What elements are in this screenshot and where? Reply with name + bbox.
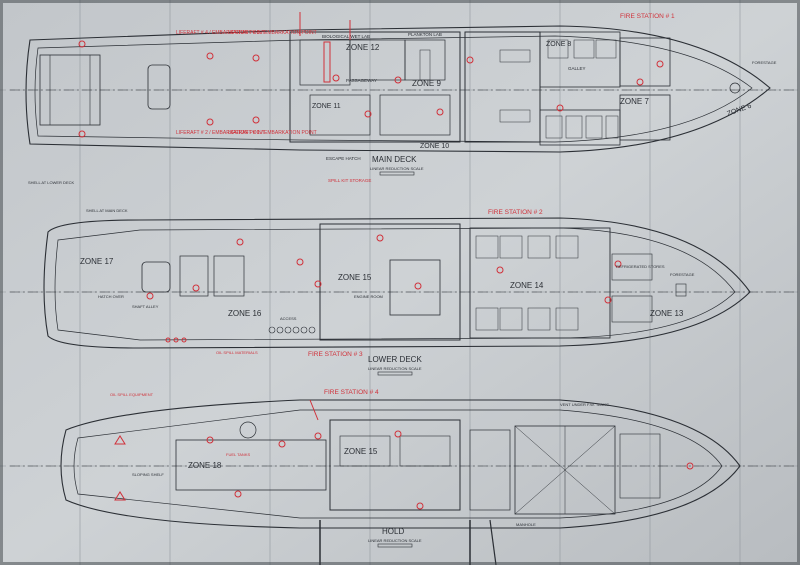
label-refrigerated-stores: REFRIGERATED STORES (616, 264, 665, 269)
hold-safety-marks (114, 399, 694, 510)
main-zone-10: ZONE 10 (420, 143, 449, 150)
label-liferaft-3: LIFERAFT # 3 / EMBARKATION POINT (228, 30, 317, 36)
hold-title: HOLD (382, 527, 404, 536)
label-forestage-main: FORESTAGE (752, 60, 777, 65)
lower-deck-plan (43, 217, 751, 349)
label-bio-wet-lab: BIOLOGICAL WET LAB (322, 34, 370, 39)
lower-zone-17: ZONE 17 (80, 257, 114, 266)
lower-deck-water-tanks (268, 326, 316, 334)
hold-zone-15: ZONE 15 (344, 447, 378, 456)
lower-zone-13: ZONE 13 (650, 309, 684, 318)
label-sloping-shelf: SLOPING SHELF (132, 472, 164, 477)
label-engine-room: ENGINE ROOM (354, 294, 383, 299)
lower-fire-station-3: FIRE STATION # 3 (308, 351, 363, 358)
lower-scale-bar (377, 371, 413, 376)
label-access: ACCESS (280, 316, 297, 321)
hold-scale-bar (377, 543, 413, 548)
label-spill-kit: SPILL KIT STORAGE (328, 178, 371, 183)
label-passageway: PASSAGEWAY (346, 78, 377, 83)
lower-deck-safety-marks (146, 234, 622, 343)
label-oil-spill-equipment: OIL SPILL EQUIPMENT (110, 392, 154, 397)
label-galley: GALLEY (568, 66, 586, 71)
label-fuel-tanks: FUEL TANKS (226, 452, 250, 457)
lower-zone-16: ZONE 16 (228, 309, 262, 318)
main-fire-station-1: FIRE STATION # 1 (620, 13, 675, 20)
main-scale-bar (379, 171, 415, 176)
label-shaft-alley: SHAFT ALLEY (132, 304, 159, 309)
main-deck-safety-marks (78, 12, 664, 138)
hold-fire-station-4: FIRE STATION # 4 (324, 389, 379, 396)
label-liferaft-2: LIFERAFT # 2 / EMBARKATION POINT (176, 130, 265, 136)
main-zone-9: ZONE 9 (412, 79, 441, 88)
hold-scale: LINEAR REDUCTION SCALE (368, 538, 422, 543)
main-zone-12: ZONE 12 (346, 43, 380, 52)
hold-zone-18: ZONE 18 (188, 461, 222, 470)
label-shell-lower-deck: SHELL AT LOWER DECK (28, 180, 74, 185)
lower-deck-labels: FIRE STATION # 2 FIRE STATION # 3 ZONE 1… (28, 180, 695, 371)
hold-labels: FIRE STATION # 4 ZONE 18 ZONE 15 OIL SPI… (110, 304, 609, 543)
label-hatch-over: HATCH OVER (98, 294, 124, 299)
main-deck-labels: FIRE STATION # 1 ZONE 12 ZONE 9 ZONE 8 Z… (176, 13, 777, 183)
label-plankton-lab: PLANKTON LAB (408, 32, 442, 37)
label-liferaft-4: LIFERAFT # 4 / EMBARKATION POINT (176, 30, 265, 36)
main-zone-7: ZONE 7 (620, 97, 649, 106)
label-manhole: MANHOLE (516, 522, 536, 527)
main-zone-8: ZONE 8 (546, 41, 571, 48)
lower-deck-title: LOWER DECK (368, 355, 422, 364)
lower-deck-scale: LINEAR REDUCTION SCALE (368, 366, 422, 371)
main-zone-11: ZONE 11 (312, 103, 341, 110)
main-deck-scale: LINEAR REDUCTION SCALE (370, 166, 424, 171)
label-escape-hatch: ESCAPE HATCH (326, 156, 361, 161)
label-liferaft-1: LIFERAFT # 1 / EMBARKATION POINT (228, 130, 317, 136)
lower-fire-station-2: FIRE STATION # 2 (488, 209, 543, 216)
lower-zone-15: ZONE 15 (338, 273, 372, 282)
label-shell-main-deck: SHELL AT MAIN DECK (86, 208, 128, 213)
lower-zone-14: ZONE 14 (510, 281, 544, 290)
hold-plan (60, 399, 741, 565)
main-deck-title: MAIN DECK (372, 155, 417, 164)
label-oil-spill-materials: OIL SPILL MATERIALS (216, 350, 258, 355)
label-vent-under-tanks: VENT UNDER F.W. TANKS (560, 402, 609, 407)
label-forestage-lower: FORESTAGE (670, 272, 695, 277)
